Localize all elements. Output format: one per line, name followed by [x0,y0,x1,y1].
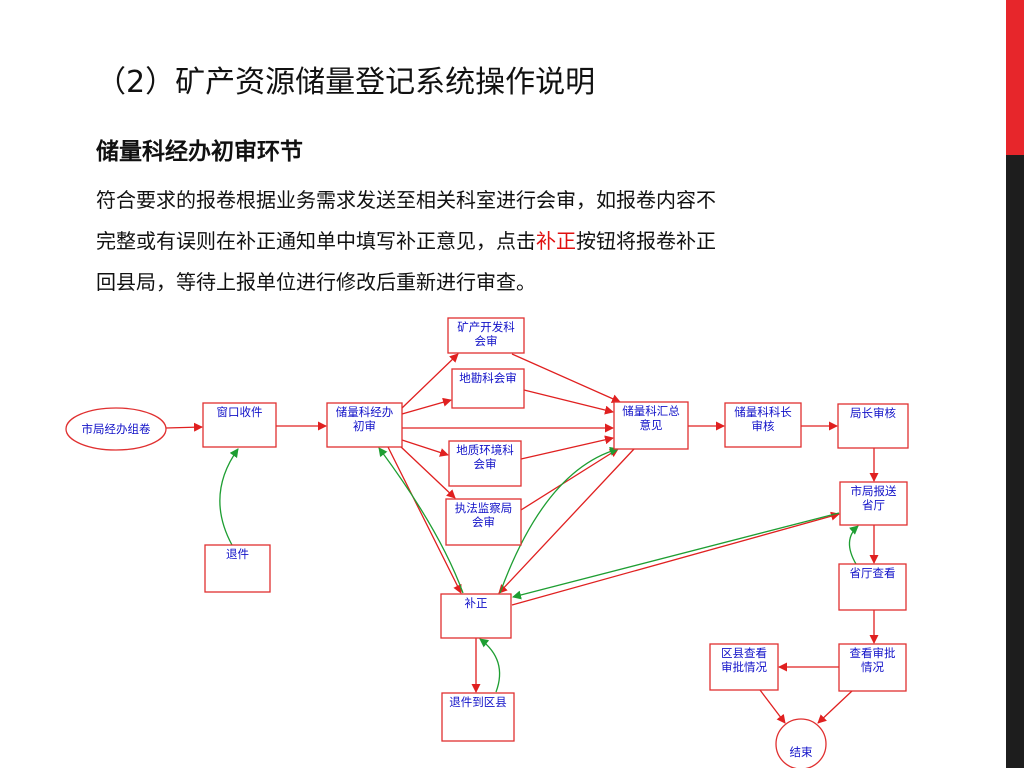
node-label-mining-dev: 矿产开发科 会审 [457,320,515,348]
edge-law-to-summary [520,448,619,511]
node-label-start: 市局经办组卷 [81,422,151,436]
edge-review-to-supplement [387,446,462,594]
accent-bar-dark [1006,155,1024,768]
node-label-supplement: 补正 [464,596,488,610]
section-title: 储量科经办初审环节 [96,139,303,165]
paragraph-line-2: 完整或有误则在补正通知单中填写补正意见，点击补正按钮将报卷补正 [96,221,896,262]
node-geo-survey [451,368,525,409]
edge-review-to-mining [401,353,459,409]
node-end [775,718,827,768]
paragraph-line-2-start: 完整或有误则在补正通知单中填写补正意见，点击 [96,229,536,253]
node-label-geo-survey: 地勘科会审 [459,371,517,385]
node-label-return-county: 退件到区县 [449,695,507,709]
node-label-summary: 储量科汇总 意见 [622,404,680,432]
node-director [837,403,909,449]
node-initial-review [326,402,403,448]
edge-review-to-geosurvey [401,397,452,415]
paragraph-line-3: 回县局，等待上报单位进行修改后重新进行审查。 [96,270,536,294]
node-label-section-chief: 储量科科长 审核 [734,405,792,433]
node-label-window-receipt: 窗口收件 [216,405,263,419]
node-label-view-approval: 查看审批 情况 [849,646,896,674]
edge-geoenv-to-summary [520,435,614,460]
edge-start-to-window [165,422,203,432]
node-return-county [441,692,515,742]
flow-edges [165,353,879,724]
paragraph-line-1: 符合要求的报卷根据业务需求发送至相关科室进行会审，如报卷内容不 [96,188,716,212]
edge-supplement-to-summary [499,446,619,594]
node-label-end: 结束 [789,745,813,759]
page-title: （2）矿产资源储量登记系统操作说明 [96,65,596,100]
node-start [65,407,167,451]
node-law-enforcement [445,498,522,546]
node-label-province-view: 省厅查看 [849,566,896,580]
node-county-view [709,643,779,691]
edge-county-to-supplement [479,638,501,693]
edge-summary-to-supplement [498,448,635,594]
node-label-director: 局长审核 [850,406,896,420]
edge-geosurvey-to-summary [523,389,614,415]
node-summary [613,401,689,450]
accent-bar-red [1006,0,1024,155]
node-supplement [440,593,512,639]
edge-provview-to-report [848,525,859,565]
flow-nodes [65,317,909,768]
node-section-chief [724,402,802,448]
node-window-receipt [202,402,277,448]
node-label-law-enforcement: 执法监察局 会审 [454,501,513,529]
edge-return-to-window [219,448,239,546]
description-paragraph: 符合要求的报卷根据业务需求发送至相关科室进行会审，如报卷内容不 完整或有误则在补… [96,180,896,303]
node-mining-dev [447,317,525,354]
edge-review-to-law [399,445,456,499]
node-label-county-view: 区县查看 审批情况 [721,646,767,674]
supplement-keyword: 补正 [536,229,576,253]
edge-review-to-geoenv [401,439,449,457]
node-label-return-file: 退件 [226,547,249,561]
node-province-view [838,563,907,611]
edge-approval-to-end [817,690,853,724]
edge-supplement-to-province [511,511,840,606]
edge-mining-to-summary [511,353,621,403]
node-return-file [204,544,271,593]
paragraph-line-2-end: 按钮将报卷补正 [576,229,716,253]
node-label-initial-review: 储量科经办 初审 [335,405,394,433]
edge-countyview-to-end [759,689,786,724]
node-label-report-province: 市局报送 省厅 [850,484,897,512]
node-report-province [839,481,908,526]
node-view-approval [838,643,907,692]
edge-supplement-to-review [378,447,464,594]
node-geo-env [448,440,522,487]
node-label-geo-env: 地质环境科 会审 [456,443,514,471]
edge-province-to-supplement [512,512,840,600]
